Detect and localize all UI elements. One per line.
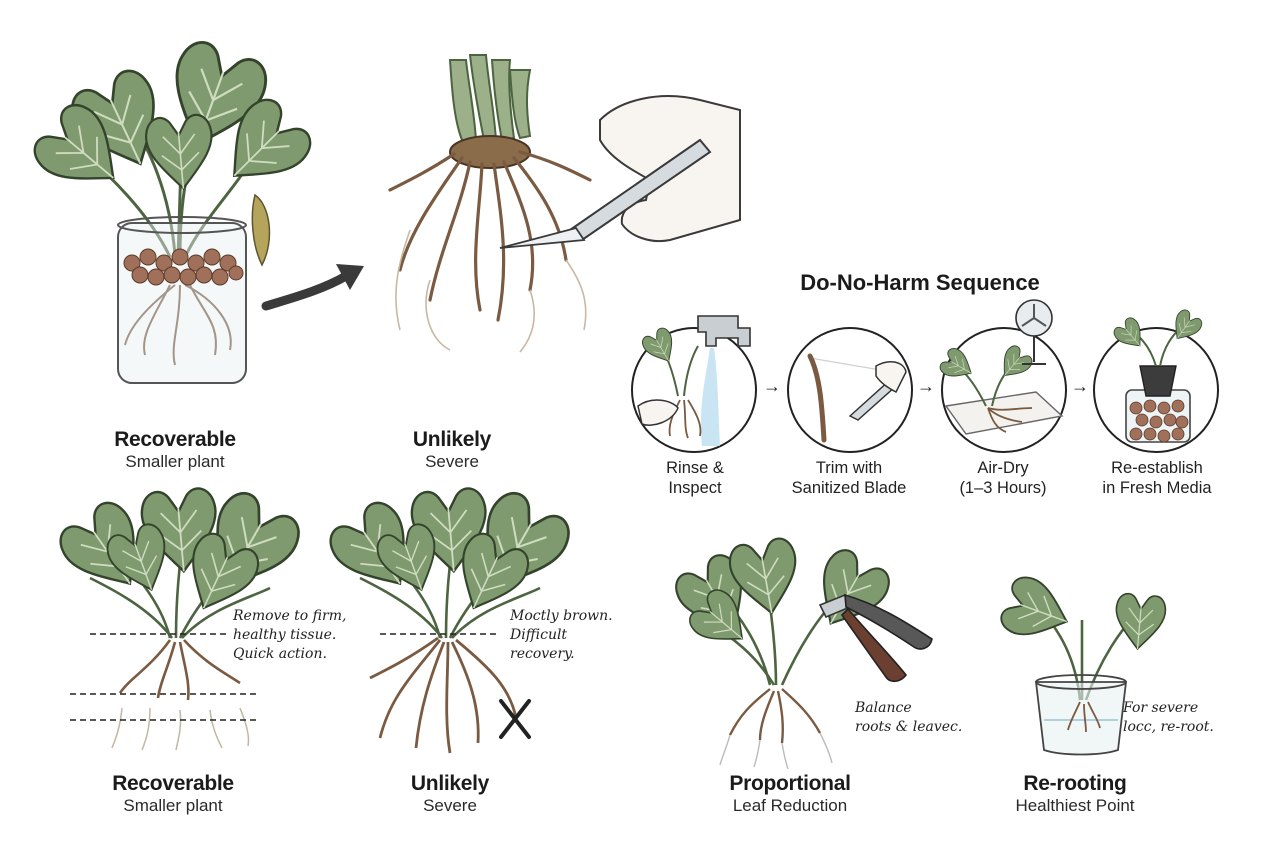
note-recoverable: Remove to firm, healthy tissue. Quick ac… (233, 607, 346, 664)
label-subtitle: Smaller plant (125, 452, 225, 471)
note-line: healthy tissue. (233, 627, 337, 643)
step-air-dry-illustration (937, 299, 1067, 453)
label-subtitle: Healthiest Point (1015, 796, 1135, 815)
label-rerooting: Re-rooting Healthiest Point (975, 772, 1175, 816)
label-subtitle: Leaf Reduction (732, 796, 848, 815)
label-recoverable-top: Recoverable Smaller plant (80, 428, 270, 472)
curved-arrow-icon (261, 264, 364, 311)
unlikely-plant (321, 484, 578, 754)
root-ball-with-scalpel (388, 54, 741, 353)
note-line: Balance (855, 700, 912, 716)
label-proportional: Proportional Leaf Reduction (690, 772, 890, 816)
label-subtitle: Severe (425, 452, 479, 471)
rerooting-cup (996, 572, 1168, 756)
step-line: Re-establish (1111, 459, 1203, 477)
step-reestablish-label: Re-establish in Fresh Media (1072, 458, 1242, 498)
step-trim-illustration (787, 327, 913, 453)
note-line: Remove to firm, (233, 608, 347, 624)
label-title: Unlikely (410, 772, 490, 795)
step-line: Sanitized Blade (791, 479, 907, 497)
step-line: Air-Dry (977, 459, 1029, 477)
step-trim-label: Trim with Sanitized Blade (764, 458, 934, 498)
note-unlikely: Moctly brown. Difficult recovery. (510, 607, 613, 664)
note-proportional: Balance roots & leavec. (855, 699, 962, 737)
step-line: Trim with (815, 459, 883, 477)
label-subtitle: Smaller plant (123, 796, 223, 815)
step-line: (1–3 Hours) (959, 479, 1047, 497)
label-subtitle: Severe (423, 796, 477, 815)
note-line: Difficult (510, 627, 568, 643)
note-line: roots & leavec. (855, 719, 963, 735)
label-title: Recoverable (114, 428, 236, 451)
note-line: For severe (1123, 700, 1199, 716)
x-mark-icon (499, 699, 531, 739)
label-title: Unlikely (412, 428, 492, 451)
label-title: Proportional (729, 772, 851, 795)
step-reestablish-illustration (1093, 307, 1219, 453)
label-recoverable-bottom: Recoverable Smaller plant (78, 772, 268, 816)
label-unlikely-top: Unlikely Severe (362, 428, 542, 472)
step-rinse-label: Rinse & Inspect (610, 458, 780, 498)
label-title: Recoverable (112, 772, 234, 795)
note-rerooting: For severe locc, re-root. (1123, 699, 1214, 737)
taro-plant-in-jar (26, 35, 320, 384)
proportional-plant-with-shears (668, 535, 933, 770)
note-line: locc, re-root. (1123, 719, 1214, 735)
step-air-dry-label: Air-Dry (1–3 Hours) (918, 458, 1088, 498)
label-unlikely-bottom: Unlikely Severe (360, 772, 540, 816)
arrow-right-icon: → (917, 376, 935, 396)
step-line: Rinse & (666, 459, 724, 477)
step-rinse-illustration (631, 315, 757, 453)
label-title: Re-rooting (1023, 772, 1127, 795)
sequence-title: Do-No-Harm Sequence (800, 270, 1040, 295)
step-line: in Fresh Media (1102, 479, 1212, 497)
arrow-right-icon: → (1071, 376, 1089, 396)
step-line: Inspect (668, 479, 722, 497)
note-line: recovery. (510, 646, 575, 662)
note-line: Quick action. (233, 646, 327, 662)
arrow-right-icon: → (763, 376, 781, 396)
recoverable-plant (51, 484, 308, 751)
note-line: Moctly brown. (510, 608, 613, 624)
